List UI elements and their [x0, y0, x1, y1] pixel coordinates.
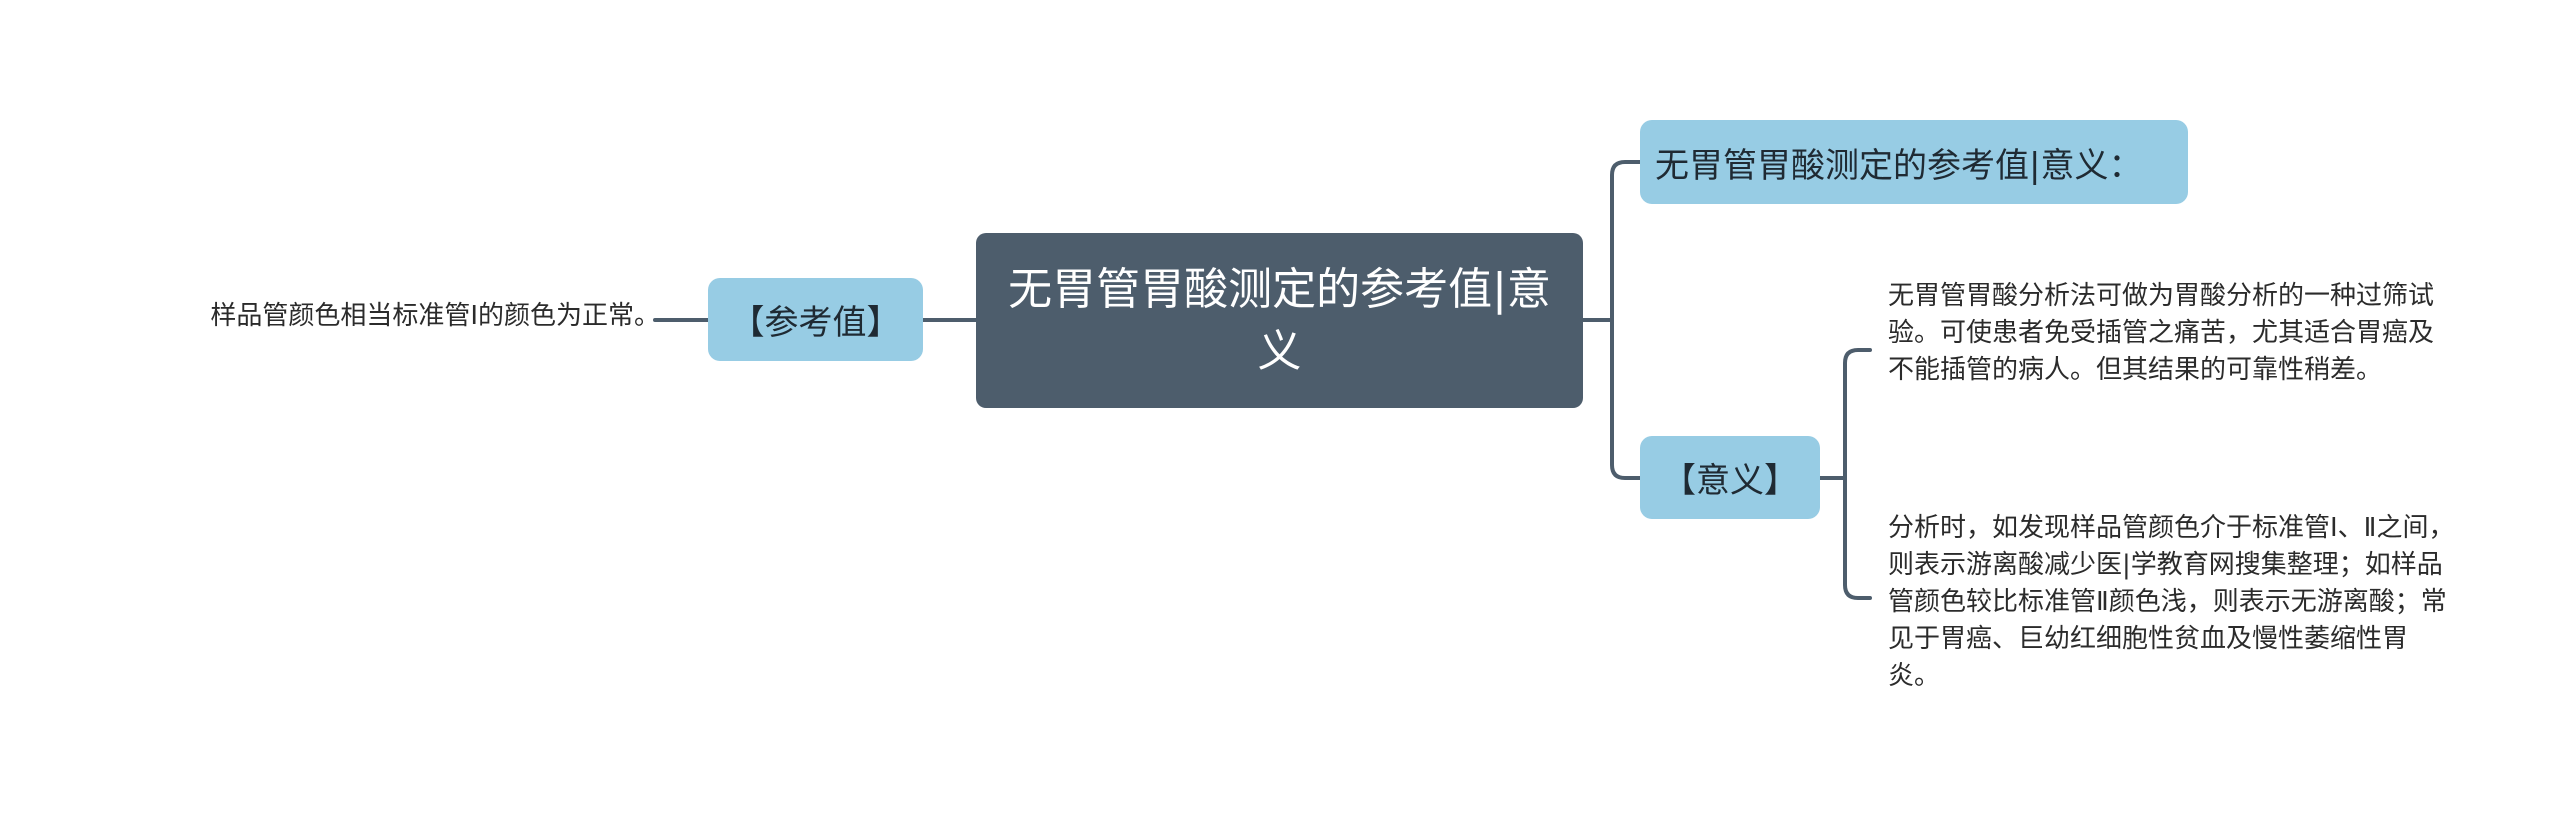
root-topic[interactable]: 无胃管胃酸测定的参考值|意义: [976, 233, 1583, 408]
meaning-leaf-bracket: [1843, 348, 1872, 600]
reference-value-leaf[interactable]: 样品管颜色相当标准管Ⅰ的颜色为正常。: [100, 298, 660, 335]
reference-value-node[interactable]: 【参考值】: [708, 278, 923, 361]
meaning-node[interactable]: 【意义】: [1640, 436, 1820, 519]
meaning-leaf-1[interactable]: 无胃管胃酸分析法可做为胃酸分析的一种过筛试验。可使患者免受插管之痛苦，尤其适合胃…: [1888, 278, 2458, 389]
root-topic-label: 无胃管胃酸测定的参考值|意义: [1008, 263, 1551, 377]
reference-value-label: 【参考值】: [730, 303, 901, 343]
reference-meaning-heading-label: 无胃管胃酸测定的参考值|意义：: [1655, 145, 2143, 186]
meaning-leaf-2-text: 分析时，如发现样品管颜色介于标准管Ⅰ、Ⅱ之间，则表示游离酸减少医|学教育网搜集整…: [1888, 513, 2455, 691]
reference-value-leaf-text: 样品管颜色相当标准管Ⅰ的颜色为正常。: [210, 301, 660, 331]
meaning-leaf-2[interactable]: 分析时，如发现样品管颜色介于标准管Ⅰ、Ⅱ之间，则表示游离酸减少医|学教育网搜集整…: [1888, 510, 2458, 695]
reference-meaning-heading-node[interactable]: 无胃管胃酸测定的参考值|意义：: [1640, 120, 2188, 204]
meaning-leaf-1-text: 无胃管胃酸分析法可做为胃酸分析的一种过筛试验。可使患者免受插管之痛苦，尤其适合胃…: [1888, 281, 2435, 385]
meaning-label: 【意义】: [1662, 461, 1798, 501]
right-bracket-connector: [1610, 160, 1642, 480]
